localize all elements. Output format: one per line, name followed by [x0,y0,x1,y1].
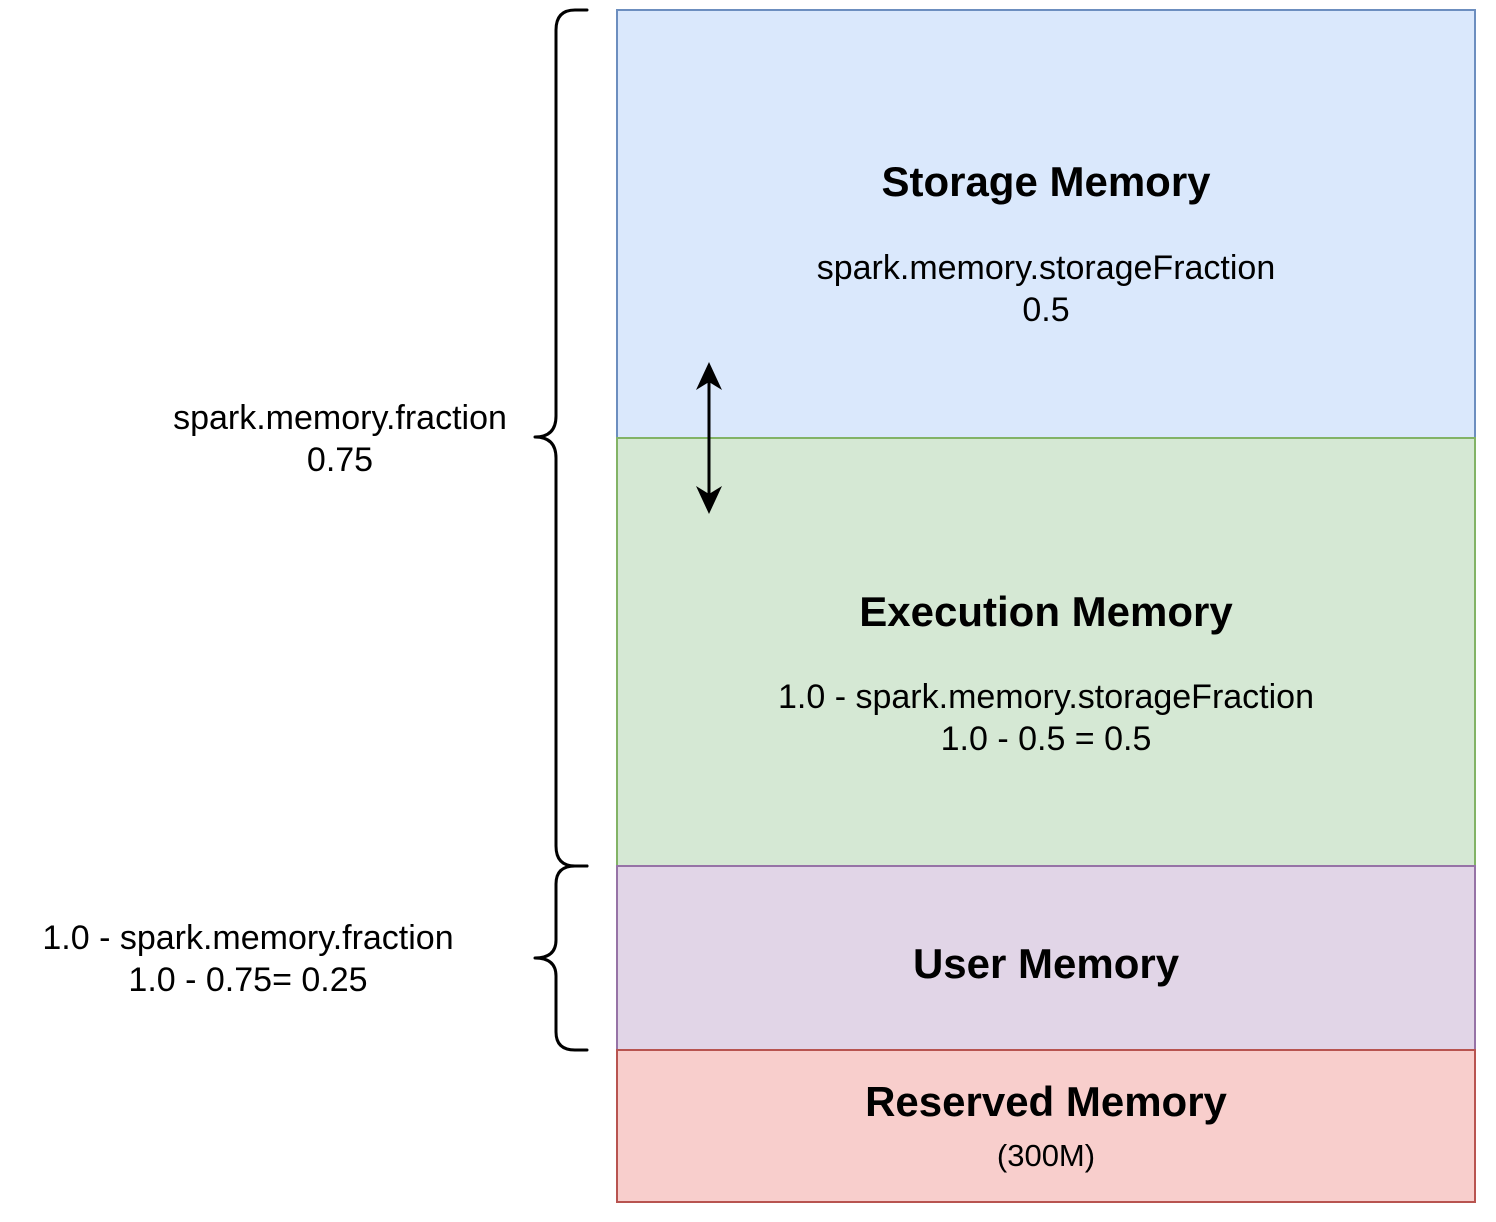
reserved-memory-block: Reserved Memory (300M) [616,1049,1476,1203]
memory-fraction-value: 0.75 [306,441,374,479]
execution-memory-block: Execution Memory 1.0 - spark.memory.stor… [616,437,1476,867]
user-memory-title: User Memory [912,940,1180,987]
memory-fraction-label: spark.memory.fraction 0.75 [150,397,530,481]
storage-fraction-value: 0.5 [1022,291,1070,329]
storage-memory-title: Storage Memory [881,158,1211,205]
execution-memory-title: Execution Memory [859,588,1233,635]
left-curly-brace-icon [533,864,589,1052]
user-fraction-value: 1.0 - 0.75= 0.25 [128,961,368,999]
storage-memory-block: Storage Memory spark.memory.storageFract… [616,9,1476,439]
storage-fraction-param: spark.memory.storageFraction [816,249,1276,287]
execution-fraction-formula: 1.0 - spark.memory.storageFraction [778,678,1314,716]
reserved-memory-size: (300M) [996,1138,1096,1173]
reserved-memory-title: Reserved Memory [865,1078,1227,1125]
user-fraction-label: 1.0 - spark.memory.fraction 1.0 - 0.75= … [18,917,478,1001]
memory-fraction-param: spark.memory.fraction [173,399,507,437]
left-curly-brace-icon [533,8,589,868]
execution-fraction-value: 1.0 - 0.5 = 0.5 [940,720,1152,758]
user-fraction-formula: 1.0 - spark.memory.fraction [42,919,454,957]
user-memory-block: User Memory [616,865,1476,1051]
